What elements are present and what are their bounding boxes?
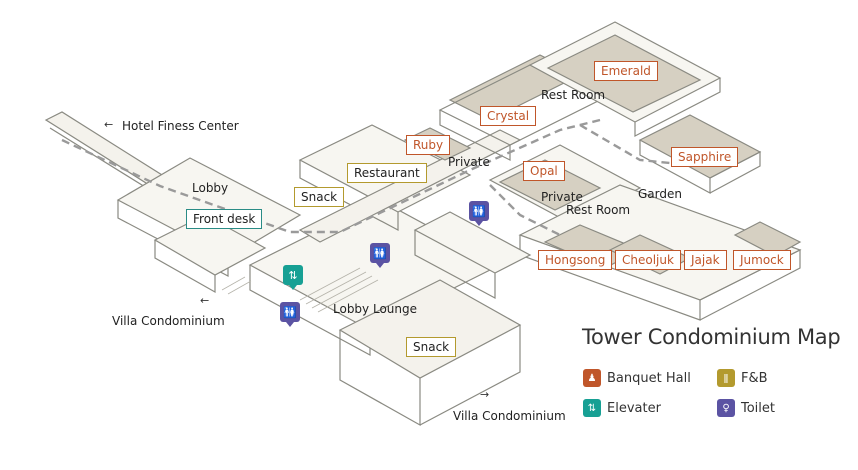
restaurant-label: Restaurant [347,163,427,183]
jumock-label: Jumock [733,250,791,270]
legend-item-elevator: ⇅ Elevater [583,399,661,417]
cheoljuk-label: Cheoljuk [615,250,681,270]
jajak-label: Jajak [684,250,727,270]
toilet-icon: 🚻 [469,201,489,226]
legend-title: Tower Condominium Map [582,325,841,349]
rest-room-mid-label: Rest Room [566,203,631,217]
lobby-label: Lobby [192,181,229,195]
ruby-label: Ruby [406,135,451,155]
fork-knife-icon: ǁ [717,369,735,387]
legend-item-fnb: ǁ F&B [717,369,768,387]
toilet-icon: 🚻 [370,243,390,268]
hotel-fitness-center-label: Hotel Finess Center [122,119,239,133]
banquet-icon: ♟ [583,369,601,387]
left-arrow-icon: ← [200,294,210,307]
private-top-label: Private [448,155,490,169]
legend-label: Banquet Hall [607,370,691,386]
legend-label: F&B [741,370,768,386]
crystal-label: Crystal [480,106,537,126]
legend-item-toilet: ♀ Toilet [717,399,775,417]
elevator-icon: ⇅ [283,265,303,290]
right-arrow-icon: → [480,388,490,401]
garden-label: Garden [638,187,682,201]
lobby-lounge-label: Lobby Lounge [333,302,417,316]
hongsong-label: Hongsong [538,250,613,270]
legend-item-banquet: ♟ Banquet Hall [583,369,691,387]
toilet-icon: 🚻 [280,302,300,327]
elevator-icon: ⇅ [583,399,601,417]
villa-condominium-left-label: Villa Condominium [112,314,225,328]
snack-bottom-label: Snack [406,337,457,357]
opal-label: Opal [523,161,565,181]
left-arrow-icon: ← [104,118,114,131]
sapphire-label: Sapphire [671,147,739,167]
legend-label: Elevater [607,400,661,416]
front-desk-label: Front desk [186,209,263,229]
snack-top-label: Snack [294,187,345,207]
emerald-label: Emerald [594,61,658,81]
legend-label: Toilet [741,400,776,416]
toilet-icon: ♀ [717,399,735,417]
villa-condominium-bottom-label: Villa Condominium [453,409,566,423]
rest-room-top-label: Rest Room [541,88,606,102]
private-mid-label: Private [541,190,583,204]
